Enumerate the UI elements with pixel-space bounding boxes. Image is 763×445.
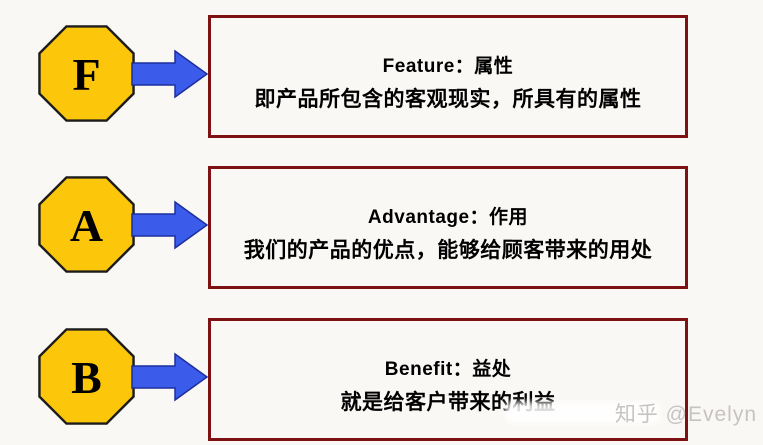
advantage-box: Advantage：作用 我们的产品的优点，能够给顾客带来的用处	[208, 166, 688, 289]
watermark-blur-patch	[505, 402, 660, 423]
feature-title: Feature：属性	[382, 55, 514, 77]
octagon-f: F	[38, 25, 135, 122]
letter-b: B	[71, 352, 102, 403]
arrow-right-icon	[131, 352, 209, 402]
benefit-description: 就是给客户带来的利益	[340, 390, 556, 414]
arrow-right-icon	[131, 200, 209, 250]
row-feature: F Feature：属性 即产品所包含的客观现实，所具有的属性	[0, 15, 763, 138]
zhihu-watermark: 知乎 @Evelyn	[614, 403, 757, 426]
benefit-title: Benefit：益处	[384, 358, 512, 380]
octagon-shape-icon	[38, 328, 135, 425]
octagon-a: A	[38, 176, 135, 273]
feature-description: 即产品所包含的客观现实，所具有的属性	[254, 87, 642, 111]
octagon-shape-icon	[38, 176, 135, 273]
letter-a: A	[69, 200, 104, 251]
advantage-description: 我们的产品的优点，能够给顾客带来的用处	[243, 238, 653, 262]
row-advantage: A Advantage：作用 我们的产品的优点，能够给顾客带来的用处	[0, 166, 763, 289]
letter-f: F	[72, 49, 101, 100]
row-benefit: B Benefit：益处 就是给客户带来的利益	[0, 318, 763, 441]
octagon-shape-icon	[38, 25, 135, 122]
octagon-b: B	[38, 328, 135, 425]
feature-box: Feature：属性 即产品所包含的客观现实，所具有的属性	[208, 15, 688, 138]
arrow-right-icon	[131, 49, 209, 99]
advantage-title: Advantage：作用	[367, 206, 529, 228]
